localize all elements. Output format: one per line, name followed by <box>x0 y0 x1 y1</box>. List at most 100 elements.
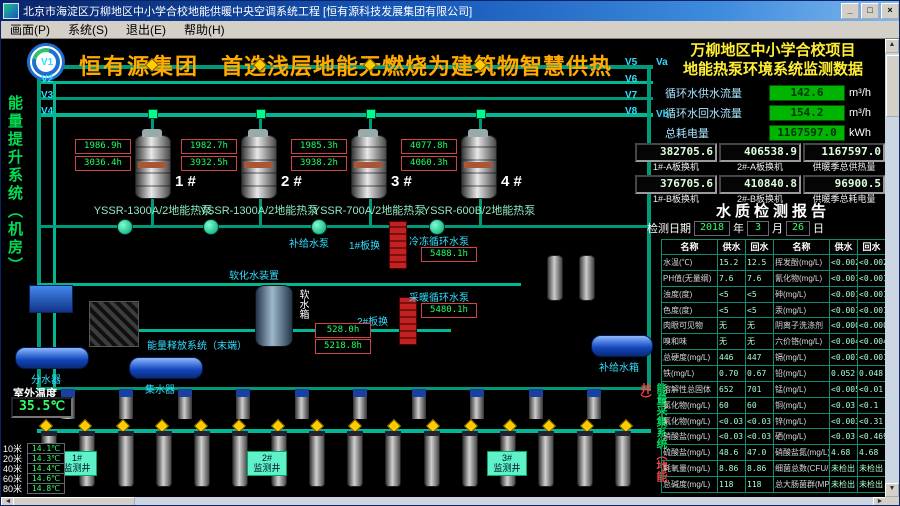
unit-number: 3 # <box>391 173 412 190</box>
param-name: 氟化物(mg/L) <box>662 413 718 430</box>
scroll-up-icon[interactable]: ▲ <box>885 39 899 53</box>
flow-unit: kWh <box>849 127 871 139</box>
counter-label: 2#-A板换机 <box>736 162 783 172</box>
counter-value: 410840.8 <box>719 175 801 194</box>
param-name: PH值(无量纲) <box>662 270 718 287</box>
horizontal-scrollbar[interactable]: ◄ ► <box>1 497 887 505</box>
return-value: <0.002 <box>858 255 886 271</box>
heat-pump-unit: 1986.9h 3036.4h 1 # YSSR-1300A/2地能热泵 <box>73 129 233 221</box>
counter-value: 96900.5 <box>803 175 885 194</box>
column-header: 名称 <box>774 240 830 255</box>
scroll-down-icon[interactable]: ▼ <box>885 483 899 497</box>
supply-value: <0.00001 <box>830 318 858 335</box>
return-value: <0.001 <box>858 302 886 319</box>
supply-value: <0.005 <box>830 381 858 398</box>
flow-value-led: 142.6 <box>769 85 845 101</box>
unit-model-label: YSSR-700A/2地能热泵 <box>312 205 426 217</box>
return-value: 无 <box>746 318 774 335</box>
valve-label: V3 <box>41 90 54 101</box>
param-name: 镉(mg/L) <box>774 350 830 367</box>
param-name: 阴离子洗涤剂 <box>774 318 830 335</box>
plate-heat-exchanger <box>389 221 407 269</box>
circulation-pump-icon <box>311 219 327 235</box>
project-title: 万柳地区中小学合校项目 地能热泵环境系统监测数据 <box>661 41 885 79</box>
horizontal-scroll-thumb[interactable] <box>13 497 135 505</box>
table-row: 硝酸盐(mg/L) <0.03 <0.03 硒(mg/L) <0.03 <0.4… <box>662 429 886 446</box>
maximize-button[interactable]: □ <box>861 3 879 19</box>
supply-value: 0.052 <box>830 366 858 382</box>
month-unit: 月 <box>772 223 783 235</box>
heating-pump-label: 采暖循环水泵 <box>409 293 469 304</box>
return-value: 未检出 <box>858 461 886 478</box>
chill-pump-label: 冷冻循环水泵 <box>409 237 469 248</box>
table-row: 嗅和味 无 无 六价铬(mg/L) <0.004 <0.004 <box>662 334 886 351</box>
unit-model-label: YSSR-600B/2地能热泵 <box>422 205 536 217</box>
water-quality-header: 名称供水回水名称供水回水 <box>662 240 886 255</box>
menu-item[interactable]: 画面(P) <box>10 23 50 37</box>
report-title: 水质检测报告 <box>715 203 830 220</box>
table-row: 总碱度(mg/L) 118 118 总大肠菌群(MPN/100mL) 未检出 未… <box>662 477 886 493</box>
well-pump <box>470 389 485 419</box>
well-pump <box>528 389 543 419</box>
circulation-pump-icon <box>203 219 219 235</box>
well-number: 1# <box>71 453 82 463</box>
compressor-vessel <box>351 129 387 199</box>
vertical-scrollbar[interactable]: ▲ ▼ <box>885 39 899 497</box>
table-row: 耗氧量(mg/L) 8.86 8.86 细菌总数(CFU/mL) 未检出 未检出 <box>662 461 886 478</box>
well-pump <box>353 389 368 419</box>
well <box>614 431 631 487</box>
valve-label: V7 <box>625 90 638 101</box>
return-value: <0.1 <box>858 397 886 414</box>
well-name: 监测井 <box>253 463 281 474</box>
flow-row: 循环水供水流量 142.6 m³/h <box>665 83 885 103</box>
valve-label: V1 <box>41 57 54 68</box>
close-button[interactable]: × <box>881 3 899 19</box>
supply-value: <0.001 <box>830 350 858 367</box>
heat-pump-units: 1986.9h 3036.4h 1 # YSSR-1300A/2地能热泵 198… <box>1 129 661 225</box>
return-value: 0.048 <box>858 366 886 382</box>
supply-value: 7.6 <box>718 270 746 287</box>
pipe <box>37 113 653 117</box>
table-row: 氟化物(mg/L) <0.03 <0.03 锌(mg/L) <0.003 <0.… <box>662 413 886 430</box>
hx2-label: 2#板换 <box>357 317 389 328</box>
pipe <box>369 197 372 225</box>
menu-item[interactable]: 帮助(H) <box>184 23 225 37</box>
makeup-water-tank <box>591 335 653 357</box>
slogan-text: 首选浅层地能无燃烧为建筑物智慧供热 <box>221 54 613 79</box>
table-row: 肉眼可见物 无 无 阴离子洗涤剂 <0.00001 <0.00001 <box>662 318 886 335</box>
counter-value: 406538.9 <box>719 143 801 162</box>
counter-cell: 410840.8 2#-B板换机 <box>719 175 801 205</box>
vertical-scroll-thumb[interactable] <box>886 55 899 117</box>
app-icon <box>3 3 19 19</box>
param-name: 肉眼可见物 <box>662 318 718 335</box>
valve-label: Va <box>656 57 668 68</box>
valve-label: Vb <box>656 109 669 120</box>
runtime-meter: 3932.5h <box>181 156 237 171</box>
menu-item[interactable]: 系统(S) <box>68 23 108 37</box>
well-field <box>41 431 631 487</box>
depth-label: 10米 <box>3 443 23 454</box>
supply-value: <0.03 <box>718 429 746 446</box>
water-divider-label: 分水器 <box>31 375 61 386</box>
return-value: <0.469 <box>858 429 886 446</box>
runtime-meter: 4077.8h <box>401 139 457 154</box>
counter-label: 供暖季总耗电量 <box>812 194 876 204</box>
supply-value: 无 <box>718 334 746 351</box>
depth-temp-row: 80米 14.8℃ <box>3 482 69 494</box>
well <box>194 431 211 487</box>
return-value: <5 <box>746 302 774 319</box>
well-pump <box>586 389 601 419</box>
supply-value: <0.003 <box>830 413 858 430</box>
menu-item[interactable]: 退出(E) <box>126 23 166 37</box>
runtime-meter: 3938.2h <box>291 156 347 171</box>
pipe <box>479 115 482 137</box>
supply-value: 652 <box>718 381 746 398</box>
param-name: 耗氧量(mg/L) <box>662 461 718 478</box>
minimize-button[interactable]: _ <box>841 3 859 19</box>
monitor-well-label: 3# 监测井 <box>487 451 527 476</box>
flow-row: 总耗电量 1167597.0 kWh <box>665 123 885 143</box>
return-value: 4.68 <box>858 445 886 462</box>
pipe <box>37 387 651 390</box>
return-value: 12.5 <box>746 255 774 271</box>
well-pump <box>177 389 192 419</box>
